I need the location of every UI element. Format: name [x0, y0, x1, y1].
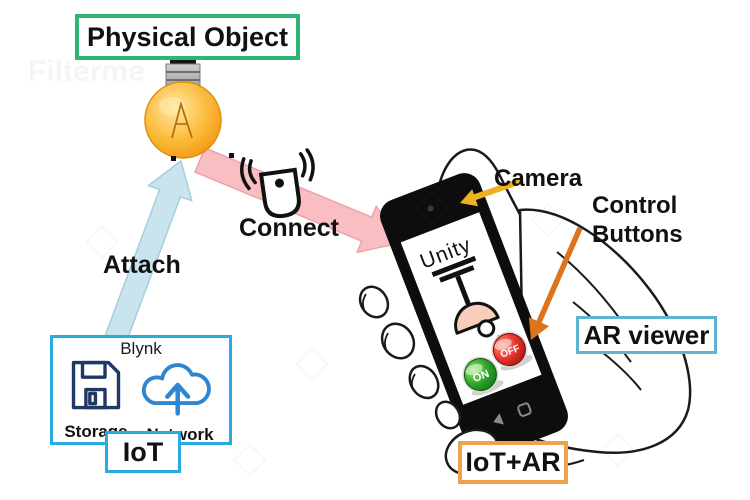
iot-box: IoT — [105, 431, 181, 473]
connect-label: Connect — [239, 214, 339, 242]
physical-object-box: Physical Object — [75, 14, 300, 60]
iot-panel: Blynk Storage Network — [50, 335, 232, 445]
fingertip — [380, 322, 416, 360]
iot-ar-label: IoT+AR — [465, 447, 561, 477]
floppy-disk-icon — [71, 360, 121, 410]
ar-viewer-box: AR viewer — [576, 316, 717, 354]
bulb-contact-dot — [171, 156, 176, 161]
home-nav-icon — [517, 402, 532, 417]
pendant-lamp-icon — [431, 255, 502, 340]
control-buttons-arrow — [528, 226, 583, 340]
on-button-label: ON — [471, 368, 491, 385]
control-buttons-label: Control Buttons — [592, 191, 683, 249]
blynk-platform-label: Blynk — [120, 339, 162, 358]
camera-arrow — [460, 178, 522, 207]
wireless-remote-icon — [239, 148, 315, 219]
back-nav-icon — [493, 413, 504, 425]
on-button[interactable]: ON — [457, 351, 505, 400]
off-button[interactable]: OFF — [486, 326, 534, 375]
attach-arrow — [104, 160, 193, 343]
watermark-text: Filterme — [28, 55, 145, 88]
cloud-upload-icon — [141, 363, 211, 416]
fingertip — [434, 400, 462, 430]
control-label-line1: Control — [592, 192, 678, 219]
fingertip — [358, 285, 390, 319]
ar-viewer-label: AR viewer — [583, 319, 710, 350]
physical-object-label: Physical Object — [86, 21, 289, 52]
light-bulb-icon — [144, 57, 234, 161]
iot-label: IoT — [122, 436, 164, 467]
phone-camera-dot — [427, 205, 434, 212]
control-label-line2: Buttons — [592, 221, 683, 248]
iot-ar-box: IoT+AR — [458, 441, 568, 484]
bulb-contact-dot — [229, 153, 234, 158]
camera-label: Camera — [494, 165, 583, 192]
attach-label: Attach — [103, 251, 181, 279]
smartphone: Unity ON — [380, 173, 568, 459]
